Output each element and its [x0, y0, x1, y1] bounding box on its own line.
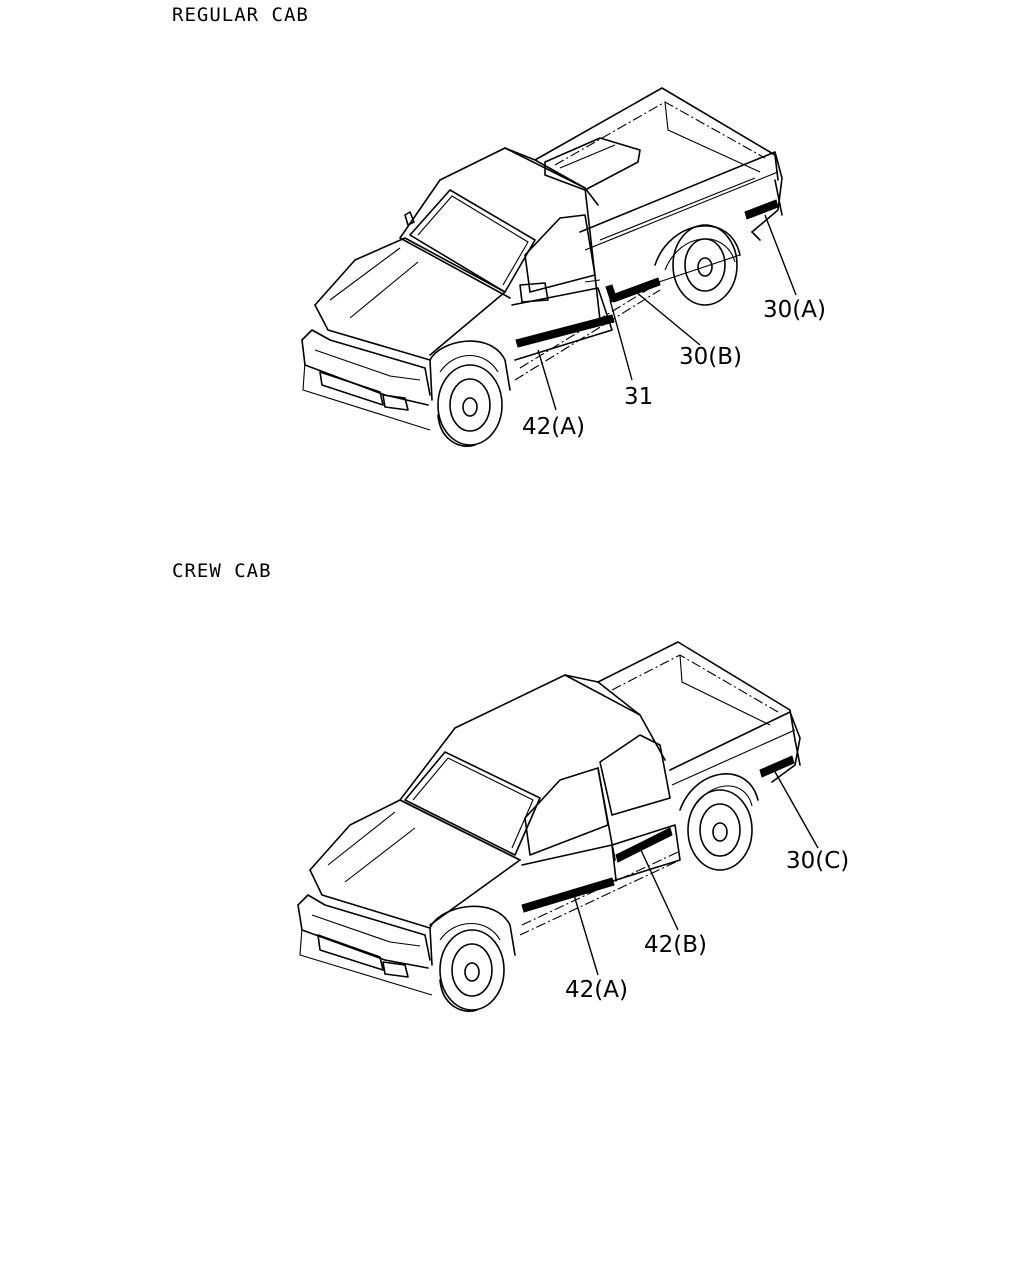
callout-42b-crew: 42(B): [644, 932, 707, 958]
crew-cab-body: [297, 641, 801, 1012]
regular-cab-body: [301, 87, 783, 447]
regular-cab-truck-illustration: 30(A) 30(B) 31 42(A): [301, 87, 826, 447]
callout-42a-crew: 42(A): [565, 977, 628, 1003]
molding-42b-crew: [615, 827, 673, 863]
molding-42a-crew: [521, 877, 615, 913]
leader-31-regular: [609, 299, 633, 381]
regular-cab-title: REGULAR CAB: [172, 4, 309, 26]
molding-42a-regular: [515, 314, 615, 348]
callout-42a-regular: 42(A): [522, 414, 585, 440]
callout-31-regular: 31: [624, 384, 653, 410]
callout-30a-regular: 30(A): [763, 297, 826, 323]
leader-42a-crew: [573, 894, 599, 976]
molding-30c-crew: [759, 755, 795, 778]
crew-cab-title: CREW CAB: [172, 560, 272, 582]
molding-30b-regular: [611, 277, 661, 303]
callout-30b-regular: 30(B): [679, 344, 742, 370]
leader-42b-crew: [639, 847, 679, 931]
molding-30a-regular: [744, 199, 779, 220]
leader-30c-crew: [773, 769, 819, 849]
leader-30b-regular: [635, 291, 701, 346]
leader-42a-regular: [537, 349, 557, 411]
leader-30a-regular: [764, 214, 797, 296]
callout-30c-crew: 30(C): [786, 848, 849, 874]
